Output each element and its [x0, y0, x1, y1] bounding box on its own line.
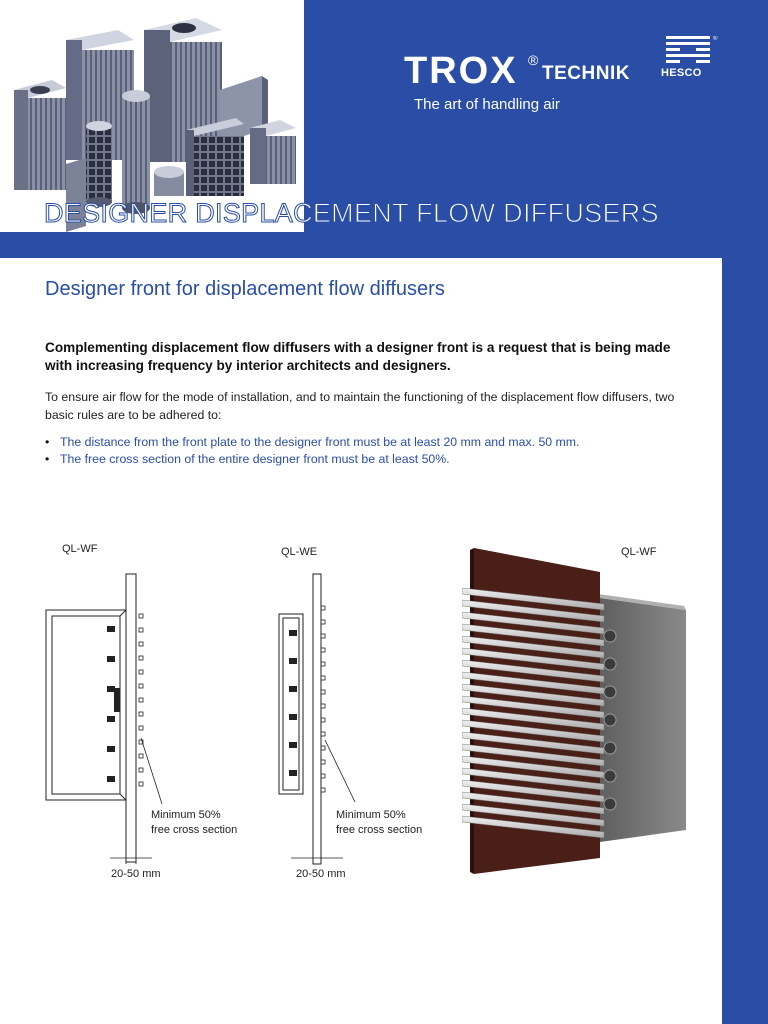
- drawing1-label: QL-WF: [62, 543, 98, 555]
- logo-technik-text: TECHNIK: [542, 63, 630, 84]
- list-item: The distance from the front plate to the…: [45, 434, 579, 451]
- title-band: [0, 232, 768, 258]
- drawing2-dimension: 20-50 mm: [296, 868, 346, 880]
- ql-wf-section-drawing: [45, 573, 163, 864]
- intro-paragraph: Complementing displacement flow diffuser…: [45, 340, 671, 373]
- page-banner-title: DESIGNER DISPLACEMENT FLOW DIFFUSERS: [44, 198, 660, 229]
- logo-tagline: The art of handling air: [414, 96, 560, 113]
- body-paragraph: To ensure air flow for the mode of insta…: [45, 390, 675, 422]
- hesco-logo-icon: ®: [666, 36, 718, 63]
- right-edge-bar: [722, 258, 768, 1024]
- drawing1-note-line2: free cross section: [151, 824, 238, 836]
- drawing1-note-line1: Minimum 50%: [151, 809, 221, 821]
- list-item: The free cross section of the entire des…: [45, 451, 579, 468]
- drawing2-label: QL-WE: [281, 546, 318, 558]
- ql-we-section-drawing: [278, 573, 356, 865]
- product-range-image: [14, 18, 296, 232]
- drawing1-dimension: 20-50 mm: [111, 868, 161, 880]
- ql-wf-render-image: [462, 548, 686, 874]
- drawing2-note-line1: Minimum 50%: [336, 809, 406, 821]
- drawing2-note-line2: free cross section: [336, 824, 423, 836]
- render-label: QL-WF: [621, 546, 657, 558]
- svg-text:®: ®: [713, 36, 718, 42]
- hesco-logo-label: HESCO: [661, 67, 702, 79]
- rules-list: The distance from the front plate to the…: [45, 434, 579, 468]
- logo-trox-text: TROX: [404, 50, 518, 92]
- logo-registered-mark: ®: [528, 52, 539, 68]
- section-title: Designer front for displacement flow dif…: [45, 278, 445, 300]
